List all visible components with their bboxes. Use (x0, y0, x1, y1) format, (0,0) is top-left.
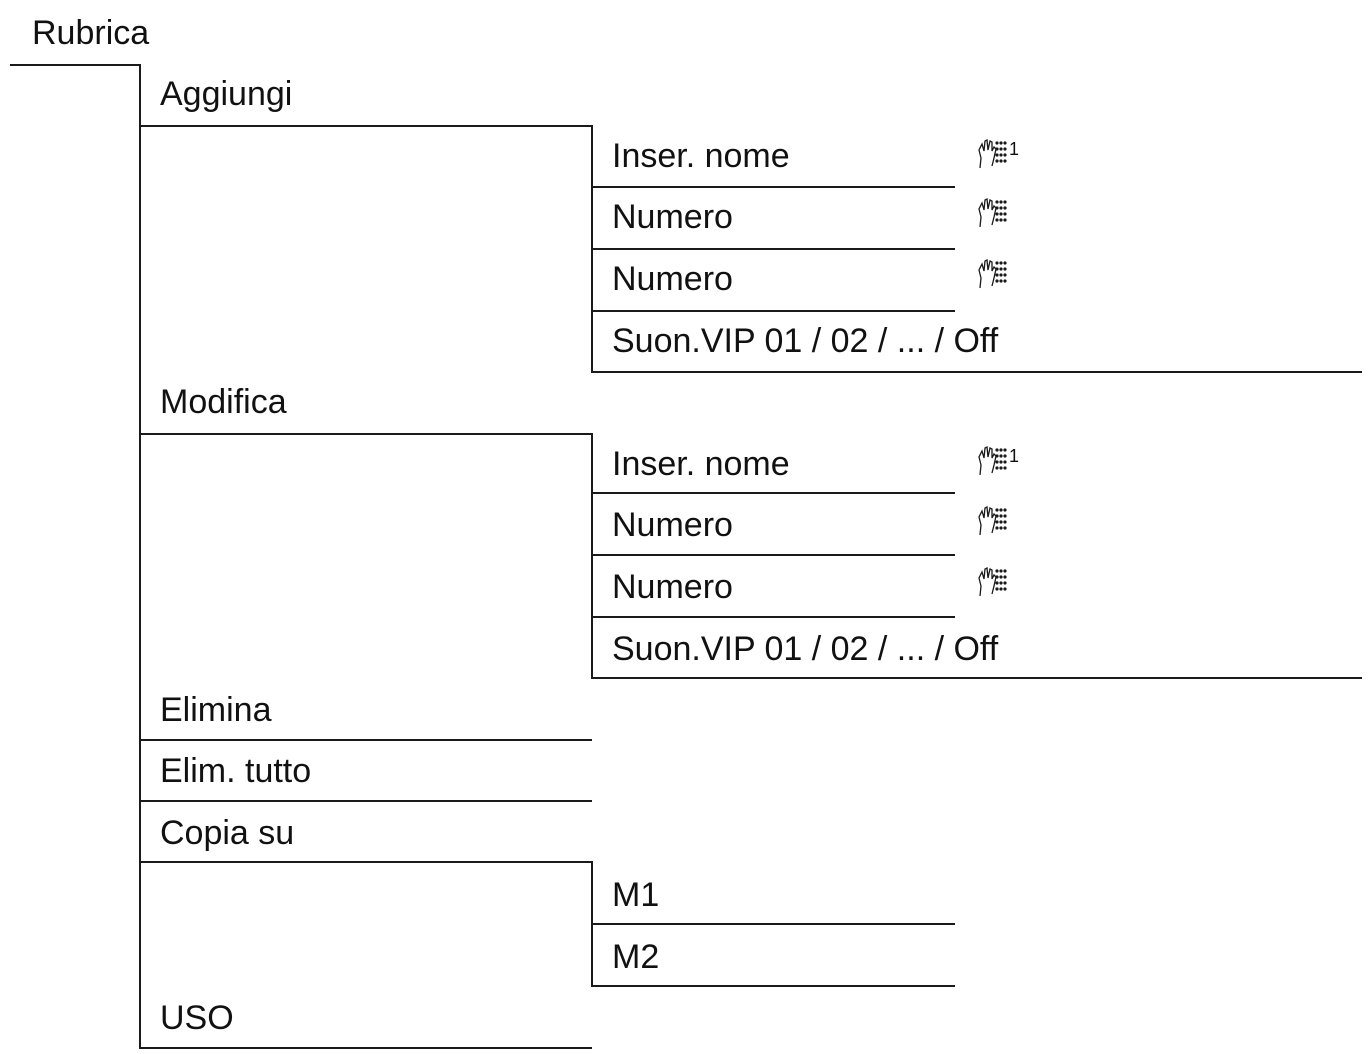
menu-item-modifica: Modifica (160, 383, 287, 421)
keypad-icon (978, 197, 1007, 228)
submenu-item-inser-nome: Inser. nome (612, 137, 790, 175)
menu-item-copia-su: Copia su (160, 814, 294, 852)
submenu-item-numero: Numero (612, 568, 733, 606)
submenu-item-numero: Numero (612, 260, 733, 298)
keypad-icon-suffix: 1 (1009, 139, 1019, 159)
keypad-icon (978, 138, 1007, 169)
menu-root-label: Rubrica (32, 14, 149, 52)
submenu-item-suon-vip: Suon.VIP 01 / 02 / ... / Off (612, 630, 999, 668)
submenu-item-inser-nome: Inser. nome (612, 445, 790, 483)
keypad-icon (978, 258, 1007, 289)
keypad-icon (978, 445, 1007, 476)
submenu-item-numero: Numero (612, 506, 733, 544)
submenu-item-suon-vip: Suon.VIP 01 / 02 / ... / Off (612, 322, 999, 360)
menu-item-uso: USO (160, 999, 234, 1037)
menu-item-aggiungi: Aggiungi (160, 75, 292, 113)
submenu-item-m1: M1 (612, 876, 659, 914)
connector-lines (10, 64, 1362, 1049)
menu-item-elim-tutto: Elim. tutto (160, 752, 311, 790)
submenu-item-numero: Numero (612, 198, 733, 236)
keypad-icon (978, 566, 1007, 597)
menu-item-elimina: Elimina (160, 691, 272, 729)
keypad-icon (978, 505, 1007, 536)
keypad-icon-suffix: 1 (1009, 446, 1019, 466)
submenu-item-m2: M2 (612, 938, 659, 976)
